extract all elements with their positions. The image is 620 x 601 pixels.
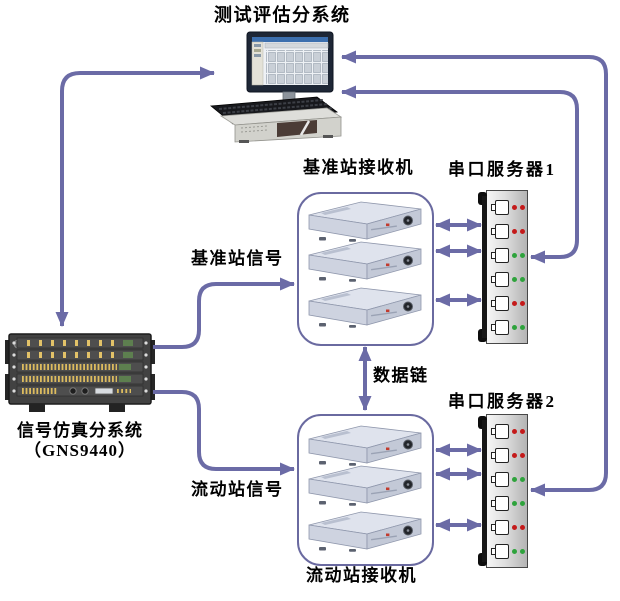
serial-port (489, 291, 525, 315)
rj45-jack-icon (491, 271, 509, 287)
serial-port (489, 195, 525, 219)
label-rover-signal: 流动站信号 (191, 480, 284, 499)
rj45-jack-icon (491, 247, 509, 263)
led-red-icon (512, 524, 517, 530)
serial-port (489, 419, 525, 443)
led-green-icon (520, 476, 525, 482)
led-green-icon (520, 252, 525, 258)
led-red-icon (512, 228, 517, 234)
led-red-icon (512, 452, 517, 458)
rj45-jack-icon (491, 423, 509, 439)
led-green-icon (512, 252, 517, 258)
rover-receiver-1 (308, 425, 422, 467)
led-red-icon (512, 204, 517, 210)
rj45-jack-icon (491, 519, 509, 535)
serial-server-2 (478, 414, 528, 568)
led-red-icon (512, 428, 517, 434)
label-rover-receivers: 流动站接收机 (306, 566, 417, 585)
test-workstation-image (209, 30, 343, 144)
led-green-icon (520, 548, 525, 554)
led-green-icon (520, 324, 525, 330)
serial-port (489, 219, 525, 243)
serial-server-2-ports (489, 419, 525, 563)
led-red-icon (520, 228, 525, 234)
serial-port (489, 467, 525, 491)
serial-server-1-ports (489, 195, 525, 339)
led-red-icon (512, 300, 517, 306)
serial-port (489, 515, 525, 539)
base-receiver-1 (308, 201, 422, 243)
rj45-jack-icon (491, 495, 509, 511)
label-signal-sim-system: 信号仿真分系统 (17, 421, 143, 440)
serial-port (489, 443, 525, 467)
serial-port (489, 243, 525, 267)
edge-rover-signal (153, 390, 295, 476)
serial-server-1 (478, 190, 528, 344)
led-red-icon (520, 524, 525, 530)
led-green-icon (512, 548, 517, 554)
rover-receiver-3 (308, 511, 422, 553)
signal-simulator-image (5, 330, 155, 414)
led-green-icon (520, 500, 525, 506)
led-red-icon (520, 428, 525, 434)
serial-port (489, 267, 525, 291)
label-test-eval-system: 测试评估分系统 (214, 5, 351, 25)
mounting-bracket (482, 196, 487, 338)
led-red-icon (520, 204, 525, 210)
rover-receiver-2 (308, 465, 422, 507)
edge-computer-simulator (55, 66, 215, 327)
led-red-icon (520, 452, 525, 458)
led-green-icon (512, 476, 517, 482)
led-red-icon (520, 300, 525, 306)
serial-port (489, 539, 525, 563)
rj45-jack-icon (491, 223, 509, 239)
base-receiver-3 (308, 287, 422, 329)
serial-port (489, 315, 525, 339)
rj45-jack-icon (491, 295, 509, 311)
label-base-signal: 基准站信号 (191, 249, 284, 268)
label-signal-sim-model: （GNS9440） (24, 441, 136, 461)
led-green-icon (512, 500, 517, 506)
label-serial-server-1: 串口服务器1 (448, 160, 557, 179)
rj45-jack-icon (491, 447, 509, 463)
rj45-jack-icon (491, 319, 509, 335)
led-green-icon (520, 276, 525, 282)
rj45-jack-icon (491, 471, 509, 487)
base-receiver-2 (308, 241, 422, 283)
rj45-jack-icon (491, 199, 509, 215)
label-serial-server-2: 串口服务器2 (448, 392, 557, 411)
rj45-jack-icon (491, 543, 509, 559)
mounting-bracket (482, 420, 487, 562)
label-data-link: 数据链 (373, 366, 429, 385)
label-base-receivers: 基准站接收机 (303, 158, 414, 177)
serial-port (489, 491, 525, 515)
led-green-icon (512, 324, 517, 330)
edge-base-signal (153, 277, 295, 349)
led-green-icon (512, 276, 517, 282)
